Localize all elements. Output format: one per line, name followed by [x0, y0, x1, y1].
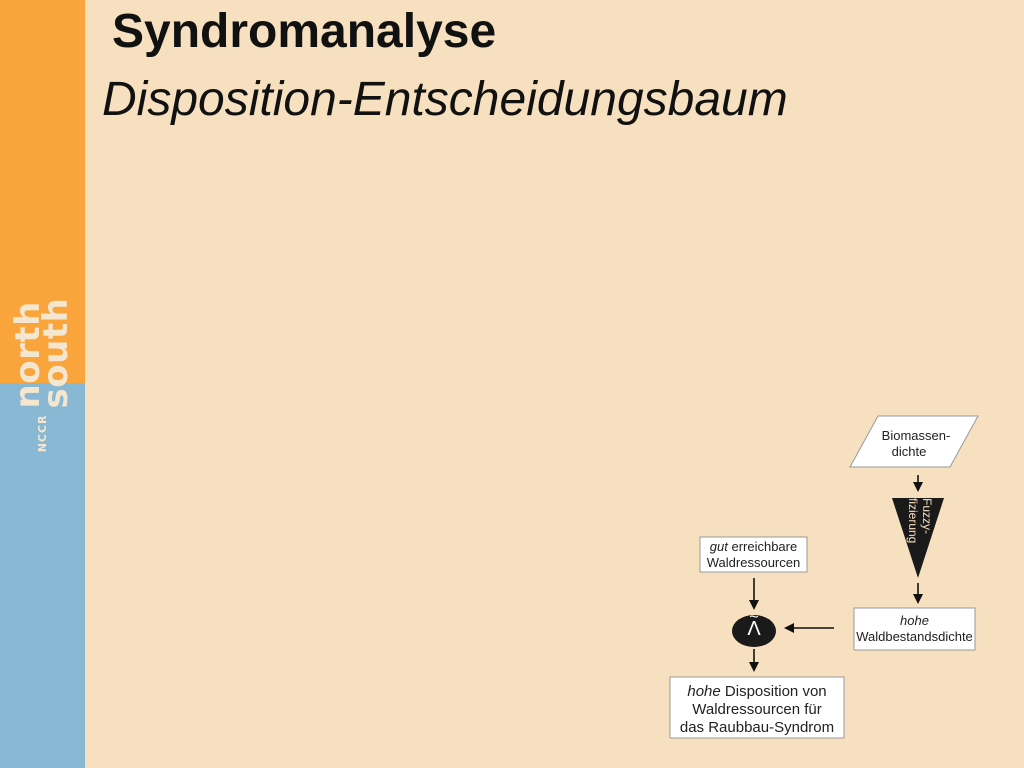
- sidebar-blue-band: [0, 383, 85, 768]
- fuzzy-label-line1: Fuzzy-: [920, 498, 934, 534]
- operator-tilde: ~: [749, 609, 759, 626]
- result-label-line3: das Raubbau-Syndrom: [679, 719, 835, 736]
- operator-symbol: ~ Λ: [732, 609, 776, 639]
- fuzzy-and-operator-circle: [732, 615, 776, 647]
- page-title: Syndromanalyse: [112, 5, 497, 58]
- access-label-line2: Waldressourcen: [706, 555, 801, 570]
- biomass-input-label: Biomassen- dichte: [866, 428, 966, 460]
- accessible-resources-label: gut erreichbare Waldressourcen: [700, 539, 807, 571]
- disposition-result-box: [669, 676, 845, 739]
- result-label-line2: Waldressourcen für: [692, 701, 822, 718]
- operator-wedge: Λ: [747, 618, 761, 640]
- result-rest-text: Disposition von: [724, 683, 827, 700]
- biomass-input-parallelogram: [849, 415, 979, 468]
- density-label-line2: Waldbestandsdichte: [856, 629, 973, 644]
- access-italic-word: gut: [709, 539, 728, 554]
- biomass-label-line2: dichte: [891, 444, 927, 459]
- disposition-result-label: hohe Disposition von Waldressourcen für …: [670, 683, 844, 737]
- density-italic-word: hohe: [900, 613, 929, 628]
- fuzzification-label: Fuzzy- fizierung: [902, 498, 934, 558]
- forest-density-box: [853, 607, 976, 651]
- sidebar-orange-band: [0, 0, 85, 383]
- forest-density-label: hohe Waldbestandsdichte: [854, 613, 975, 645]
- biomass-label-line1: Biomassen-: [881, 428, 951, 443]
- fuzzification-triangle: [892, 498, 944, 578]
- accessible-resources-box: [699, 536, 808, 573]
- page-subtitle: Disposition-Entscheidungsbaum: [102, 73, 788, 126]
- fuzzy-label-line2: fizierung: [906, 498, 920, 544]
- result-italic-word: hohe: [687, 683, 721, 700]
- access-rest-text: erreichbare: [731, 539, 798, 554]
